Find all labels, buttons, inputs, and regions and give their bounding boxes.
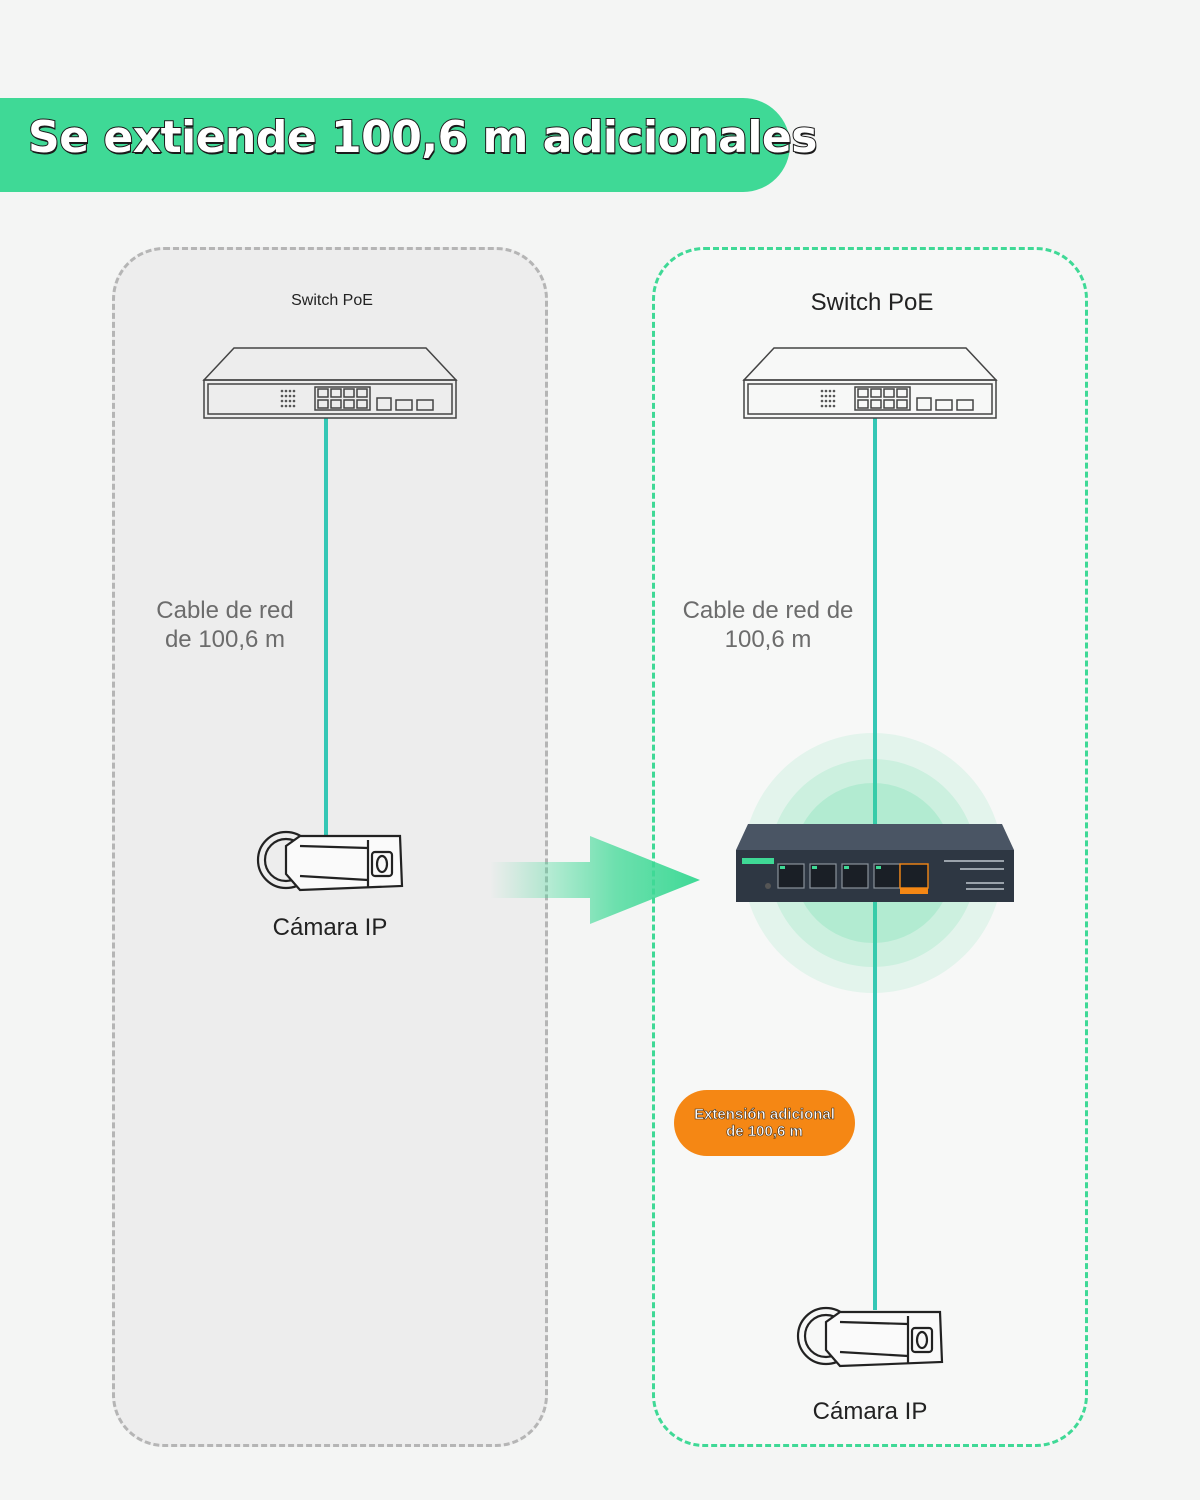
extension-badge-text: Extensión adicional de 100,6 m (694, 1106, 835, 1141)
cable-label-right-line1: Cable de red de (682, 597, 854, 624)
ip-camera-icon (796, 1306, 944, 1368)
arrow-right-icon (490, 836, 700, 924)
camera-label-left: Cámara IP (272, 914, 388, 941)
ip-camera-icon (256, 830, 404, 892)
switch-icon (202, 347, 458, 419)
switch-label-right: Switch PoE (810, 289, 934, 316)
cable-line-right-lower (873, 895, 877, 1310)
extension-badge: Extensión adicional de 100,6 m (674, 1090, 855, 1156)
switch-label-left: Switch PoE (291, 292, 373, 309)
cable-label-left-line2: de 100,6 m (164, 626, 286, 653)
cable-label-left-line1: Cable de red (156, 597, 294, 624)
poe-extender-icon (736, 824, 1014, 902)
title-banner: Se extiende 100,6 m adicionales (0, 98, 818, 192)
cable-label-right-line2: 100,6 m (724, 626, 812, 653)
cable-label-right: Cable de red de 100,6 m (658, 596, 878, 654)
banner-title: Se extiende 100,6 m adicionales (27, 111, 818, 164)
switch-icon (742, 347, 998, 419)
cable-label-left: Cable de red de 100,6 m (125, 596, 325, 654)
cable-line-left (324, 418, 328, 836)
camera-label-right: Cámara IP (812, 1398, 928, 1425)
cable-line-right-upper (873, 418, 877, 830)
